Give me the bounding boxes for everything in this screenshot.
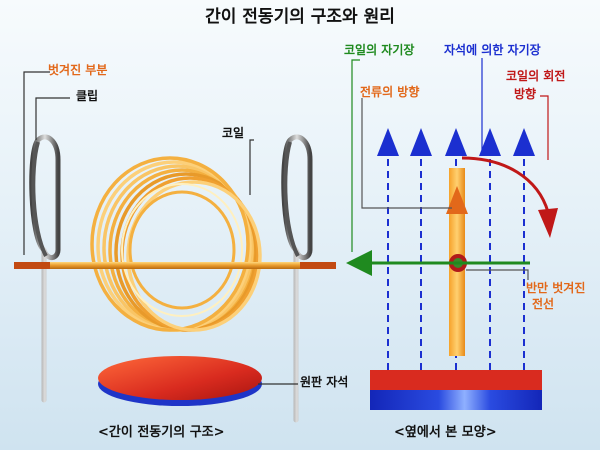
right-clip xyxy=(281,134,313,423)
diagram-title: 간이 전동기의 구조와 원리 xyxy=(205,7,395,27)
current-direction-label: 전류의 방향 xyxy=(360,85,420,99)
rotation-arc xyxy=(461,156,550,213)
bent-part-left xyxy=(14,262,50,269)
current-arrow xyxy=(446,186,468,214)
left-caption: <간이 전동기의 구조> xyxy=(98,425,225,440)
left-leader-lines xyxy=(23,71,298,385)
coil-rotation-label-line1: 코일의 회전 xyxy=(506,69,566,83)
coil-rotation-label-line2: 방향 xyxy=(514,87,537,101)
bent-part-label: 벗겨진 부분 xyxy=(48,63,108,77)
clip-label: 클립 xyxy=(76,89,99,103)
right-caption: <옆에서 본 모양> xyxy=(394,425,497,440)
coil-field-arrow xyxy=(346,250,372,276)
disk-magnet-label: 원판 자석 xyxy=(300,375,349,389)
coil-loops xyxy=(90,156,262,332)
magnet-block-red xyxy=(370,370,542,390)
magnet-field-label: 자석에 의한 자기장 xyxy=(444,43,541,57)
rotation-arrowhead xyxy=(538,208,558,238)
right-leader-lines xyxy=(351,58,549,280)
half-stripped-label-line2: 전선 xyxy=(532,297,555,311)
coil-axle xyxy=(14,262,334,269)
half-stripped-label-line1: 반만 벗겨진 xyxy=(526,281,586,295)
field-arrowheads xyxy=(377,128,535,156)
disk-magnet xyxy=(98,356,262,406)
coil-label: 코일 xyxy=(222,126,245,140)
coil-field-label: 코일의 자기장 xyxy=(344,43,415,57)
left-clip xyxy=(29,134,61,403)
bent-part-right xyxy=(300,262,336,269)
magnet-block-blue xyxy=(370,390,542,410)
